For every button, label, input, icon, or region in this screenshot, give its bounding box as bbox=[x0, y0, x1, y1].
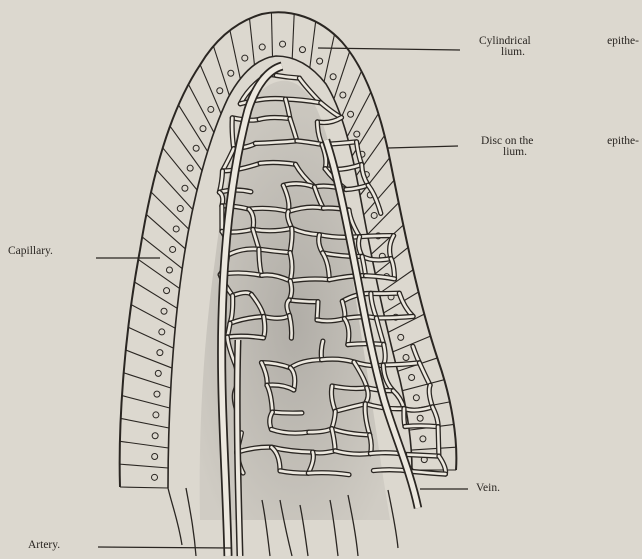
epithelial-cell-wall bbox=[135, 282, 178, 308]
epithelial-cell-wall bbox=[292, 14, 294, 58]
capillary-segment bbox=[376, 316, 413, 318]
epithelial-cell-wall bbox=[121, 418, 169, 428]
capillary-segment bbox=[438, 427, 439, 456]
cell-nucleus bbox=[403, 355, 409, 361]
cell-nucleus bbox=[299, 47, 305, 53]
epithelial-cell-wall bbox=[310, 22, 316, 68]
epithelial-cell-wall bbox=[347, 92, 371, 137]
epithelial-cell-wall bbox=[131, 305, 175, 329]
cell-nucleus bbox=[153, 412, 159, 418]
epithelial-cell-wall bbox=[120, 487, 168, 488]
capillary-segment bbox=[370, 435, 372, 454]
capillary-segment bbox=[348, 344, 384, 345]
epithelial-cell-wall bbox=[230, 30, 240, 79]
capillary-segment bbox=[405, 426, 438, 427]
cell-nucleus bbox=[330, 74, 336, 80]
epithelial-cell-wall bbox=[120, 464, 168, 468]
cell-nucleus bbox=[208, 106, 214, 112]
cell-nucleus bbox=[413, 395, 419, 401]
epithelial-cell-wall bbox=[402, 380, 444, 391]
cell-nucleus bbox=[417, 415, 423, 421]
cell-nucleus bbox=[161, 308, 167, 314]
epithelial-cell-wall bbox=[120, 441, 169, 448]
epithelial-cell-wall bbox=[341, 71, 361, 117]
cell-nucleus bbox=[259, 44, 265, 50]
cell-nucleus bbox=[166, 267, 172, 273]
cell-nucleus bbox=[154, 391, 160, 397]
leader-cylindrical bbox=[318, 48, 460, 50]
capillary-segment bbox=[419, 363, 430, 385]
capillary-segment bbox=[360, 236, 394, 237]
cell-nucleus bbox=[228, 70, 234, 76]
label-artery: Artery. bbox=[28, 540, 60, 551]
leader-disc bbox=[388, 146, 458, 148]
capillary-segment bbox=[263, 317, 264, 338]
cell-nucleus bbox=[242, 55, 248, 61]
epithelial-cell-wall bbox=[250, 19, 255, 65]
epithelial-cell-wall bbox=[128, 327, 173, 348]
cell-nucleus bbox=[193, 145, 199, 151]
epithelial-cell-wall bbox=[188, 84, 213, 132]
label-capillary: Capillary. bbox=[8, 246, 53, 257]
cell-nucleus bbox=[409, 375, 415, 381]
cell-nucleus bbox=[170, 246, 176, 252]
cell-nucleus bbox=[164, 288, 170, 294]
capillary-segment bbox=[404, 409, 405, 427]
cell-nucleus bbox=[340, 92, 346, 98]
cell-nucleus bbox=[217, 88, 223, 94]
cell-nucleus bbox=[187, 165, 193, 171]
capillary-segment bbox=[272, 412, 302, 413]
cell-nucleus bbox=[177, 206, 183, 212]
cell-nucleus bbox=[420, 436, 426, 442]
cell-nucleus bbox=[152, 433, 158, 439]
epithelial-cell-wall bbox=[138, 259, 179, 288]
cell-nucleus bbox=[182, 185, 188, 191]
cell-nucleus bbox=[173, 226, 179, 232]
cell-nucleus bbox=[152, 454, 158, 460]
cell-nucleus bbox=[398, 334, 404, 340]
cell-nucleus bbox=[354, 131, 360, 137]
cell-nucleus bbox=[200, 126, 206, 132]
cell-nucleus bbox=[159, 329, 165, 335]
capillary-segment bbox=[405, 454, 439, 456]
cell-nucleus bbox=[317, 58, 323, 64]
cell-nucleus bbox=[155, 370, 161, 376]
cell-nucleus bbox=[152, 474, 158, 480]
epithelial-cell-wall bbox=[170, 126, 202, 170]
epithelial-cell-wall bbox=[163, 148, 197, 190]
cell-nucleus bbox=[348, 111, 354, 117]
epithelial-cell-wall bbox=[124, 373, 171, 388]
epithelial-cell-wall bbox=[411, 447, 456, 450]
label-vein: Vein. bbox=[476, 483, 500, 494]
epithelial-cell-wall bbox=[122, 396, 170, 408]
epithelial-cell-wall bbox=[367, 203, 398, 235]
epithelial-cell-wall bbox=[271, 13, 272, 57]
cell-nucleus bbox=[280, 41, 286, 47]
epithelial-cell-wall bbox=[324, 35, 334, 82]
cell-nucleus bbox=[371, 212, 377, 218]
capillary-segment bbox=[317, 302, 318, 320]
cell-nucleus bbox=[157, 350, 163, 356]
label-cylindrical-epithelium: Cylindricalepithe- lium. bbox=[479, 36, 639, 58]
epithelial-cell-wall bbox=[142, 237, 182, 269]
epithelial-cell-wall bbox=[126, 350, 172, 368]
leader-artery bbox=[98, 547, 232, 548]
